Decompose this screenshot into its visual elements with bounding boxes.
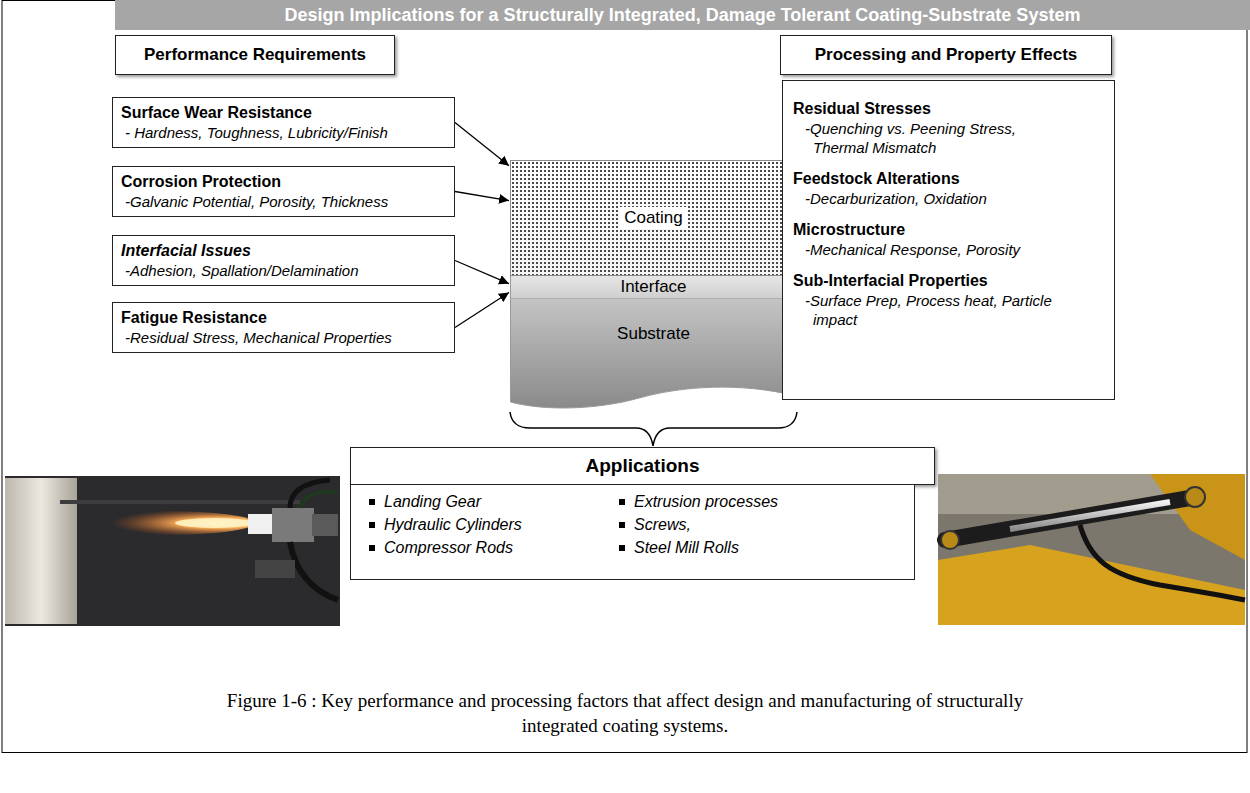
list-row: Steel Mill Rolls <box>619 539 739 557</box>
interface-layer: Interface <box>510 276 797 298</box>
list-item: Landing Gear <box>384 493 481 511</box>
body-text: -Adhesion, Spallation/Delamination <box>121 261 446 280</box>
hydraulic-photo <box>938 474 1245 625</box>
figure-frame <box>2 1 1247 753</box>
label-text: Sub-Interfacial Properties <box>793 271 1104 291</box>
label-text: Microstructure <box>793 220 1104 240</box>
substrate-shape <box>510 298 797 412</box>
body-text: -Surface Prep, Process heat, Particle im… <box>793 291 1063 329</box>
bullet <box>619 522 625 528</box>
applications-header: Applications <box>350 447 935 485</box>
label-text: Interfacial Issues <box>121 241 446 261</box>
arrow-connector <box>455 293 509 328</box>
caption: Figure 1-6 : Key performance and process… <box>225 688 1025 738</box>
list-item: Hydraulic Cylinders <box>384 516 522 534</box>
label-text: Fatigue Resistance <box>121 308 446 328</box>
bullet <box>619 499 625 505</box>
requirement-box: Surface Wear Resistance- Hardness, Tough… <box>112 97 455 148</box>
body-text: -Residual Stress, Mechanical Properties <box>121 328 446 347</box>
effects-box: Residual Stresses-Quenching vs. Peening … <box>782 80 1115 400</box>
arrow-connector <box>455 123 509 166</box>
label-text: Feedstock Alterations <box>793 169 1104 189</box>
list-row: Extrusion processes <box>619 493 778 511</box>
bullet <box>369 522 375 528</box>
title-band: Design Implications for a Structurally I… <box>115 0 1250 30</box>
label-text: Substrate <box>617 324 690 344</box>
label-text: Performance Requirements <box>144 45 366 65</box>
body-text: -Mechanical Response, Porosity <box>793 240 1063 259</box>
coating-layer: Coating <box>510 160 797 276</box>
list-item: Screws, <box>634 516 691 534</box>
bullet <box>369 545 375 551</box>
brace <box>510 412 797 446</box>
list-row: Screws, <box>619 516 691 534</box>
section-header: Processing and Property Effects <box>780 35 1112 75</box>
body-text: -Decarburization, Oxidation <box>793 189 1063 208</box>
label-text: Surface Wear Resistance <box>121 103 446 123</box>
list-row: Landing Gear <box>369 493 481 511</box>
label-text: Processing and Property Effects <box>815 45 1078 65</box>
requirement-box: Fatigue Resistance-Residual Stress, Mech… <box>112 302 455 353</box>
title: Design Implications for a Structurally I… <box>285 5 1081 26</box>
arrow-connector <box>455 261 509 284</box>
applications-list: Landing GearHydraulic CylindersCompresso… <box>350 484 915 580</box>
label-text: Applications <box>585 455 699 477</box>
list-item: Extrusion processes <box>634 493 778 511</box>
body-text: - Hardness, Toughness, Lubricity/Finish <box>121 123 446 142</box>
body-text: -Galvanic Potential, Porosity, Thickness <box>121 192 446 211</box>
body-text: -Quenching vs. Peening Stress, Thermal M… <box>793 119 1063 157</box>
label-text: Coating <box>619 207 688 229</box>
spray-photo <box>5 476 340 626</box>
label-text: Corrosion Protection <box>121 172 446 192</box>
requirement-box: Interfacial Issues-Adhesion, Spallation/… <box>112 235 455 286</box>
list-row: Compressor Rods <box>369 539 513 557</box>
requirement-box: Corrosion Protection-Galvanic Potential,… <box>112 166 455 217</box>
list-row: Hydraulic Cylinders <box>369 516 522 534</box>
label-text: Interface <box>620 277 686 297</box>
bullet <box>619 545 625 551</box>
label-text: Residual Stresses <box>793 99 1104 119</box>
section-header: Performance Requirements <box>115 35 395 75</box>
substrate-layer: Substrate <box>510 298 797 412</box>
bullet <box>369 499 375 505</box>
list-item: Compressor Rods <box>384 539 513 557</box>
list-item: Steel Mill Rolls <box>634 539 739 557</box>
arrow-connector <box>455 192 509 201</box>
